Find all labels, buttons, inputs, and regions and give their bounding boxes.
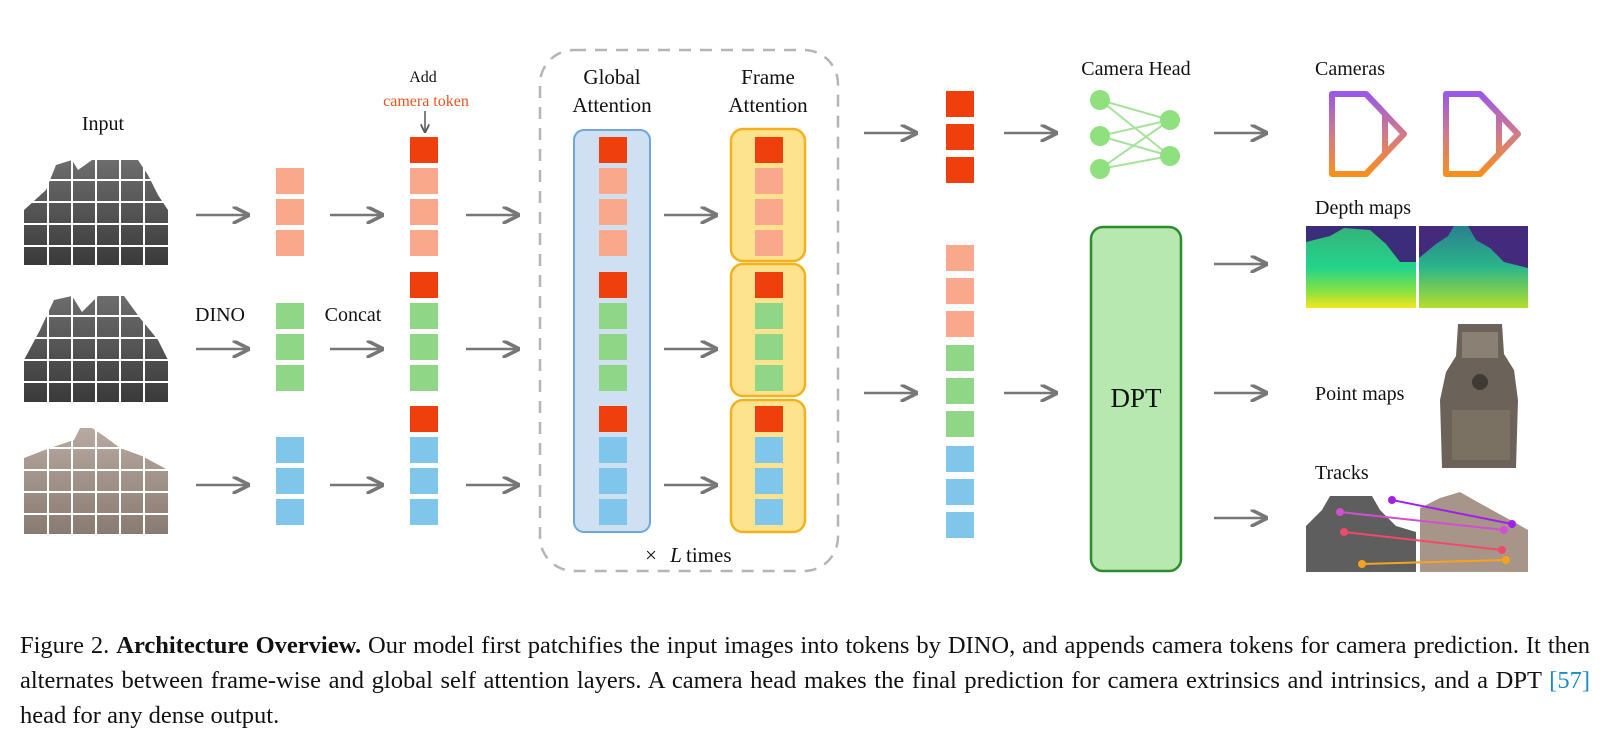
global-attention-box xyxy=(573,129,651,533)
architecture-diagram: Input xyxy=(24,48,1528,573)
frame-attention-tokens xyxy=(755,137,783,525)
output-camera-tokens xyxy=(946,91,974,183)
frame-attention-label-2: Attention xyxy=(728,93,808,117)
arrows-dino xyxy=(330,215,382,485)
input-image-3 xyxy=(24,426,168,536)
camera-head-label: Camera Head xyxy=(1081,58,1190,80)
global-attention-label-1: Global xyxy=(583,65,640,89)
figure-caption: Figure 2. Architecture Overview. Our mod… xyxy=(20,628,1590,733)
camera-head-mlp xyxy=(1090,90,1180,179)
dpt-head-box xyxy=(1089,225,1183,573)
alternating-attention-block xyxy=(538,48,840,573)
caption-figure-label: Figure 2. xyxy=(20,632,110,659)
dino-label: DINO xyxy=(195,304,245,326)
dino-tokens xyxy=(276,168,304,525)
camera-icon-2 xyxy=(1443,91,1521,177)
point-map xyxy=(1440,324,1518,468)
concat-label: Concat xyxy=(325,304,382,326)
depth-map-2 xyxy=(1419,226,1528,308)
caption-title: Architecture Overview. xyxy=(116,632,362,659)
depth-maps-label: Depth maps xyxy=(1315,197,1411,219)
output-patch-tokens xyxy=(946,245,974,538)
arrows-to-heads xyxy=(1004,133,1056,393)
caption-text-b: head for any dense output. xyxy=(20,702,280,729)
tracks-image xyxy=(1306,492,1528,572)
point-maps-label: Point maps xyxy=(1315,383,1405,405)
caption-text-a: Our model first patchifies the input ima… xyxy=(20,632,1590,694)
global-attention-tokens xyxy=(599,137,627,525)
camera-token-label: camera token xyxy=(383,93,469,110)
dpt-label: DPT xyxy=(1110,383,1162,413)
caption-reference-link[interactable]: [57] xyxy=(1549,667,1590,694)
global-attention-label-2: Attention xyxy=(572,93,652,117)
frame-attention-boxes xyxy=(729,127,807,534)
depth-map-1 xyxy=(1306,226,1416,308)
arrows-global-to-frame xyxy=(664,215,716,485)
arrows-concat xyxy=(466,215,518,485)
add-label: Add xyxy=(409,69,437,86)
cameras-label: Cameras xyxy=(1315,58,1385,80)
times-suffix: times xyxy=(686,543,732,567)
camera-icon-1 xyxy=(1329,91,1407,177)
input-image-1 xyxy=(24,158,168,266)
times-prefix: × xyxy=(645,543,657,567)
arrows-to-outputs xyxy=(1214,133,1266,518)
arrows-transformer-out xyxy=(864,133,916,393)
concat-tokens xyxy=(410,137,438,525)
arrows-input xyxy=(196,215,248,485)
tracks-label: Tracks xyxy=(1315,462,1369,484)
input-label: Input xyxy=(82,113,125,135)
input-image-2 xyxy=(24,294,168,404)
frame-attention-label-1: Frame xyxy=(741,65,795,89)
times-variable: L xyxy=(669,543,682,567)
